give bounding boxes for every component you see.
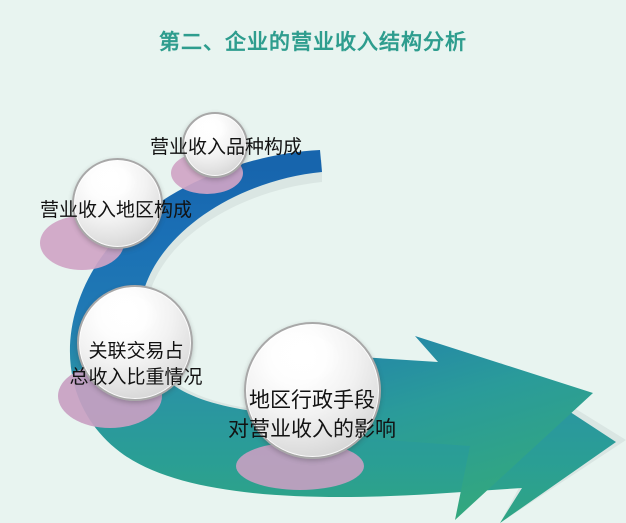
node-label-2: 营业收入地区构成	[20, 197, 212, 223]
node-label-1-line-1: 营业收入品种构成	[149, 136, 302, 158]
node-label-3-line-1: 关联交易占	[88, 340, 184, 362]
node-label-1: 营业收入品种构成	[130, 134, 322, 160]
node-sphere-1	[182, 112, 248, 178]
node-label-3: 关联交易占 总收入比重情况	[40, 338, 232, 390]
node-sphere-3	[77, 285, 193, 401]
node-label-4-line-2: 对营业收入的影响	[228, 417, 396, 441]
node-label-4-line-1: 地区行政手段	[249, 388, 375, 412]
node-label-3-line-2: 总收入比重情况	[69, 366, 203, 388]
node-sphere-4	[244, 322, 381, 459]
node-sphere-2	[72, 158, 163, 249]
page-title: 第二、企业的营业收入结构分析	[159, 31, 467, 54]
node-label-4: 地区行政手段 对营业收入的影响	[200, 386, 424, 444]
node-label-2-line-1: 营业收入地区构成	[39, 199, 192, 221]
